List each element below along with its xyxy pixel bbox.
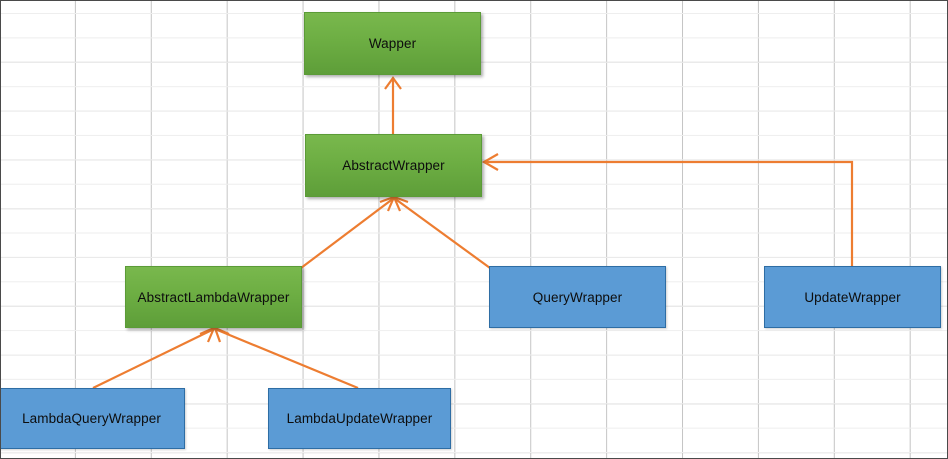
node-lambda-update-wrapper[interactable]: LambdaUpdateWrapper: [268, 388, 451, 449]
edge-lambda-query-wrapper-to-abstract-lambda-wrapper: [92, 325, 217, 389]
node-update-wrapper[interactable]: UpdateWrapper: [764, 266, 941, 328]
node-query-wrapper[interactable]: QueryWrapper: [489, 266, 666, 328]
edge-abstract-lambda-wrapper-to-abstract-wrapper: [300, 195, 397, 269]
edge-query-wrapper-to-abstract-wrapper: [391, 195, 491, 269]
node-wapper[interactable]: Wapper: [304, 12, 481, 75]
node-query-wrapper-label: QueryWrapper: [532, 289, 623, 305]
node-lambda-update-wrapper-label: LambdaUpdateWrapper: [286, 411, 433, 426]
edge-update-wrapper-to-abstract-wrapper: [481, 153, 854, 267]
node-abstract-lambda-wrapper[interactable]: AbstractLambdaWrapper: [125, 266, 302, 328]
node-lambda-query-wrapper-label: LambdaQueryWrapper: [22, 411, 161, 426]
node-lambda-query-wrapper[interactable]: LambdaQueryWrapper: [1, 388, 185, 449]
node-abstract-lambda-wrapper-label: AbstractLambdaWrapper: [137, 289, 290, 305]
edge-abstract-wrapper-to-wapper: [384, 76, 402, 136]
node-update-wrapper-label: UpdateWrapper: [804, 289, 901, 305]
node-abstract-wrapper[interactable]: AbstractWrapper: [305, 134, 482, 197]
node-abstract-wrapper-label: AbstractWrapper: [342, 158, 445, 173]
node-wapper-label: Wapper: [368, 36, 417, 51]
edge-lambda-update-wrapper-to-abstract-lambda-wrapper: [213, 325, 359, 390]
